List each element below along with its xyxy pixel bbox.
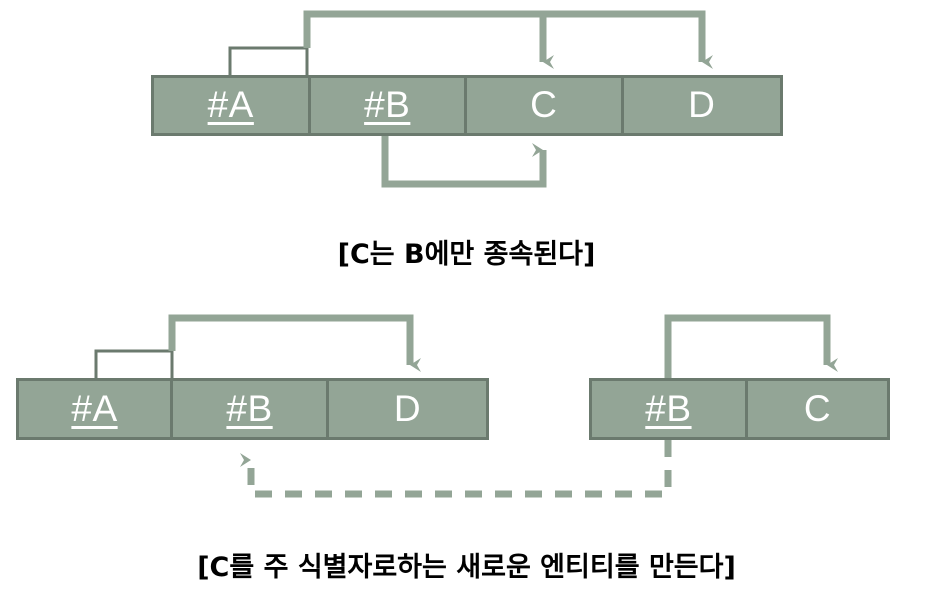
- dependency-arrow-b-to-c-bottom: [664, 314, 838, 378]
- attribute-cell-d[interactable]: D: [624, 78, 780, 133]
- attribute-label: #A: [207, 84, 254, 125]
- attribute-label: #B: [645, 387, 692, 429]
- attribute-label: D: [393, 387, 422, 429]
- attribute-cell-b[interactable]: #B: [311, 78, 467, 133]
- attribute-label: D: [688, 84, 716, 125]
- attribute-label: C: [803, 387, 832, 429]
- attribute-cell-b[interactable]: #B: [592, 381, 748, 437]
- dependency-arrow-ab-to-d-top: [543, 10, 713, 69]
- attribute-cell-a[interactable]: #A: [154, 78, 311, 133]
- caption-after: [C를 주 식별자로하는 새로운 엔티티를 만든다]: [197, 552, 736, 583]
- attribute-cell-b[interactable]: #B: [173, 381, 330, 437]
- composite-key-bracket-top: [228, 46, 309, 75]
- composite-key-bracket-bottom-left: [94, 349, 174, 378]
- attribute-cell-d[interactable]: D: [329, 381, 486, 437]
- caption-before: [C는 B에만 종속된다]: [337, 239, 596, 270]
- relationship-line-dashed: [240, 440, 672, 498]
- dependency-arrow-ab-to-d-bottom: [168, 314, 421, 372]
- dependency-arrow-ab-to-c-top: [303, 10, 554, 69]
- attribute-label: #A: [71, 387, 118, 429]
- attribute-label: #B: [364, 84, 411, 125]
- entity-after-right[interactable]: #B C: [589, 378, 890, 440]
- attribute-label: C: [530, 84, 558, 125]
- attribute-label: #B: [226, 387, 273, 429]
- entity-before[interactable]: #A #B C D: [151, 75, 783, 136]
- attribute-cell-c[interactable]: C: [748, 381, 887, 437]
- attribute-cell-a[interactable]: #A: [19, 381, 174, 437]
- entity-after-left[interactable]: #A #B D: [16, 378, 489, 440]
- attribute-cell-c[interactable]: C: [467, 78, 624, 133]
- partial-dependency-arrow-b-to-c: [381, 136, 547, 188]
